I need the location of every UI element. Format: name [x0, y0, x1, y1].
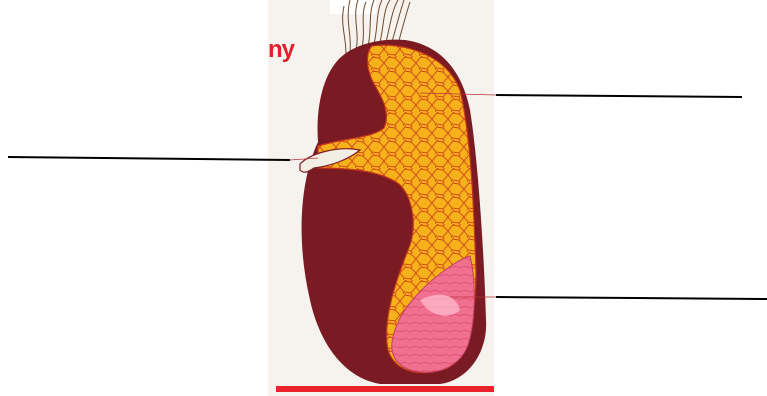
accent-stripe: [276, 386, 494, 392]
seed-coat-label-line: [8, 157, 290, 160]
title-fragment: ny: [268, 38, 294, 62]
endosperm-label-line: [496, 95, 742, 97]
panel-white-notch: [330, 0, 376, 14]
embryo-label-line: [496, 297, 767, 299]
